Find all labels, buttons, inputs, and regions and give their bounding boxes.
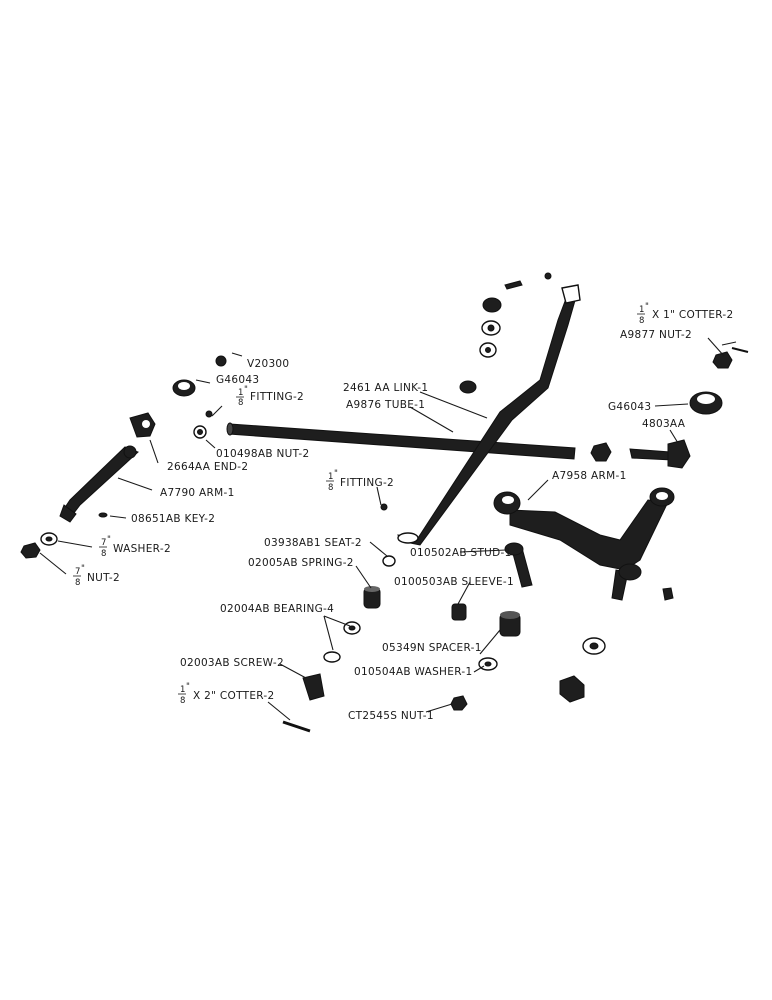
svg-text:1: 1 [328,472,333,482]
svg-text:FITTING-2: FITTING-2 [340,477,394,489]
washer-nut-78 [20,532,58,559]
seat-03938ab1 [382,555,396,567]
label-link-2461aa: 2461 AA LINK-1 [343,382,428,394]
label-nut-78: 7 8 " NUT-2 [73,564,120,588]
leader-lines [39,337,737,721]
label-end-4803aa: 4803AA [642,418,686,430]
label-key-08651ab: 08651AB KEY-2 [131,513,215,525]
svg-text:7: 7 [75,567,80,577]
left-top-parts [172,352,243,439]
label-seat-03938ab1: 03938AB1 SEAT-2 [264,537,362,549]
spring-02005ab [363,586,381,609]
label-washer-78: 7 8 " WASHER-2 [99,535,171,559]
svg-text:8: 8 [180,696,185,706]
sleeve-0100503ab [451,603,467,621]
label-sleeve-0100503ab: 0100503AB SLEEVE-1 [394,576,514,588]
svg-text:": " [334,469,338,479]
svg-text:": " [81,564,85,574]
svg-text:7: 7 [101,538,106,548]
svg-text:8: 8 [639,316,644,326]
fitting-mid [380,503,388,511]
stud-010502ab [504,542,533,588]
svg-text:1: 1 [238,388,243,398]
arm-a7790 [59,445,139,523]
svg-text:8: 8 [238,398,243,408]
svg-text:": " [186,682,190,692]
label-g46043-left: G46043 [216,374,259,386]
svg-text:8: 8 [328,483,333,493]
label-cotter-1x: 1 8 " X 1" COTTER-2 [637,302,734,326]
arm-a7958 [493,487,675,601]
nut-ct2545s-part [450,695,468,711]
svg-text:NUT-2: NUT-2 [87,572,120,584]
label-arm-a7790: A7790 ARM-1 [160,487,235,499]
label-stud-010502ab: 010502AB STUD-1 [410,547,512,559]
svg-text:8: 8 [101,549,106,559]
label-bearing-02004ab: 02004AB BEARING-4 [220,603,334,615]
label-nut-a9877: A9877 NUT-2 [620,329,692,341]
label-nut-010498ab: 010498AB NUT-2 [216,448,309,460]
right-top-parts [712,347,749,369]
label-spring-02005ab: 02005AB SPRING-2 [248,557,354,569]
label-cotter-2x: 1 8 " X 2" COTTER-2 [178,682,275,706]
key-08651ab [98,512,108,518]
svg-text:X 2" COTTER-2: X 2" COTTER-2 [193,690,275,702]
label-fitting-top: 1 8 " FITTING-2 [236,385,304,408]
svg-text:1: 1 [639,305,644,315]
svg-text:": " [244,385,248,395]
label-fitting-mid: 1 8 " FITTING-2 [326,469,394,493]
label-tube-a9876: A9876 TUBE-1 [346,399,425,411]
svg-text:": " [107,535,111,545]
small-part-right [662,587,674,601]
svg-text:X 1" COTTER-2: X 1" COTTER-2 [652,309,734,321]
bearing-02004ab [323,621,361,663]
washer-010504ab [478,657,498,671]
label-g46043-right: G46043 [608,401,651,413]
svg-text:FITTING-2: FITTING-2 [250,391,304,403]
label-spacer-05349n: 05349N SPACER-1 [382,642,482,654]
nut-near-arm [590,442,612,462]
label-end-2664aa: 2664AA END-2 [167,461,248,473]
svg-text:": " [645,302,649,312]
screw-02003ab [302,673,325,701]
lower-right-parts [559,637,606,703]
svg-text:8: 8 [75,578,80,588]
right-mid-parts [629,391,723,469]
label-v20300: V20300 [247,358,289,370]
link-2461aa [397,284,581,546]
small-parts-top [459,272,552,394]
label-nut-ct2545s: CT2545S NUT-1 [348,710,434,722]
label-screw-02003ab: 02003AB SCREW-2 [180,657,284,669]
end-2664aa [129,412,156,438]
spacer-05349n [499,611,521,637]
svg-text:1: 1 [180,685,185,695]
svg-text:WASHER-2: WASHER-2 [113,543,171,555]
label-washer-010504ab: 010504AB WASHER-1 [354,666,472,678]
cotter-bottom [282,720,311,733]
label-arm-a7958: A7958 ARM-1 [552,470,627,482]
